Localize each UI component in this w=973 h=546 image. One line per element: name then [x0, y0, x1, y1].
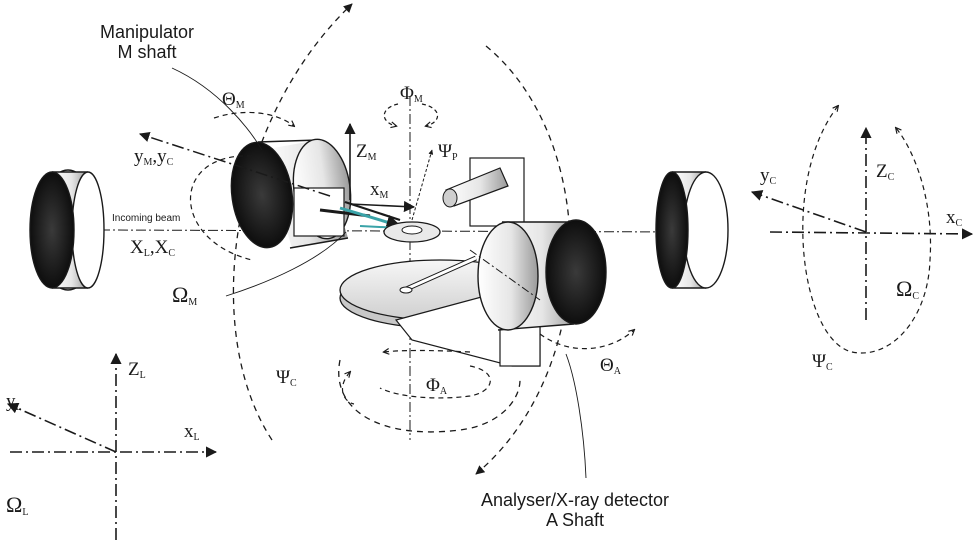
psi-c-lower-arrow — [341, 372, 355, 405]
phi-a-rotation — [379, 351, 491, 399]
manipulator-label-line1: Manipulator — [99, 22, 195, 42]
manipulator-cylinder — [230, 138, 371, 249]
theta-a-label: ΘA — [600, 355, 621, 377]
analyser-label-line2: A Shaft — [545, 510, 605, 530]
manipulator-label: Manipulator M shaft — [72, 22, 222, 62]
incoming-beam-label: Incoming beam — [112, 213, 181, 224]
x-c-label: xC — [946, 207, 963, 229]
omega-c-label: ΩC — [896, 276, 920, 302]
omega-l-label: ΩL — [6, 492, 29, 518]
x-l-label: xL — [184, 421, 200, 443]
phi-a-label: ΦA — [426, 375, 448, 397]
leader-lines — [171, 67, 587, 479]
theta-m-label: ΘM — [222, 89, 245, 111]
analyser-label: Analyser/X-ray detector A Shaft — [470, 490, 680, 530]
z-l-label: ZL — [128, 359, 146, 381]
psi-c-right-label: ΨC — [812, 351, 833, 373]
y-m-y-c-label: yM,yC — [134, 146, 174, 168]
theta-a-rotation — [539, 330, 634, 350]
x-ray-source — [442, 157, 525, 227]
phi-m-rotation — [383, 103, 439, 126]
z-c-label: ZC — [876, 161, 895, 183]
analyser-label-line1: Analyser/X-ray detector — [480, 490, 670, 510]
analyser-cylinder — [469, 219, 607, 331]
manipulator-local-axes — [344, 122, 434, 221]
exit-cylinder — [655, 171, 729, 289]
frame-c-axes — [750, 106, 973, 354]
entrance-cylinder — [29, 169, 105, 291]
y-l-label: yL — [6, 391, 22, 413]
omega-m-label: ΩM — [172, 282, 198, 308]
y-c-label: yC — [760, 165, 777, 187]
z-m-label: ZM — [356, 141, 377, 163]
psi-c-left-label: ΨC — [276, 367, 297, 389]
x-l-x-c-label: XL,XC — [130, 237, 175, 259]
phi-m-label: ΦM — [400, 83, 423, 105]
x-m-label: xM — [370, 179, 389, 201]
sample-holder — [383, 221, 441, 243]
theta-m-rotation — [189, 111, 295, 261]
psi-p-label: ΨP — [438, 141, 458, 163]
frame-l-axes — [6, 352, 218, 540]
manipulator-label-line2: M shaft — [117, 42, 177, 62]
